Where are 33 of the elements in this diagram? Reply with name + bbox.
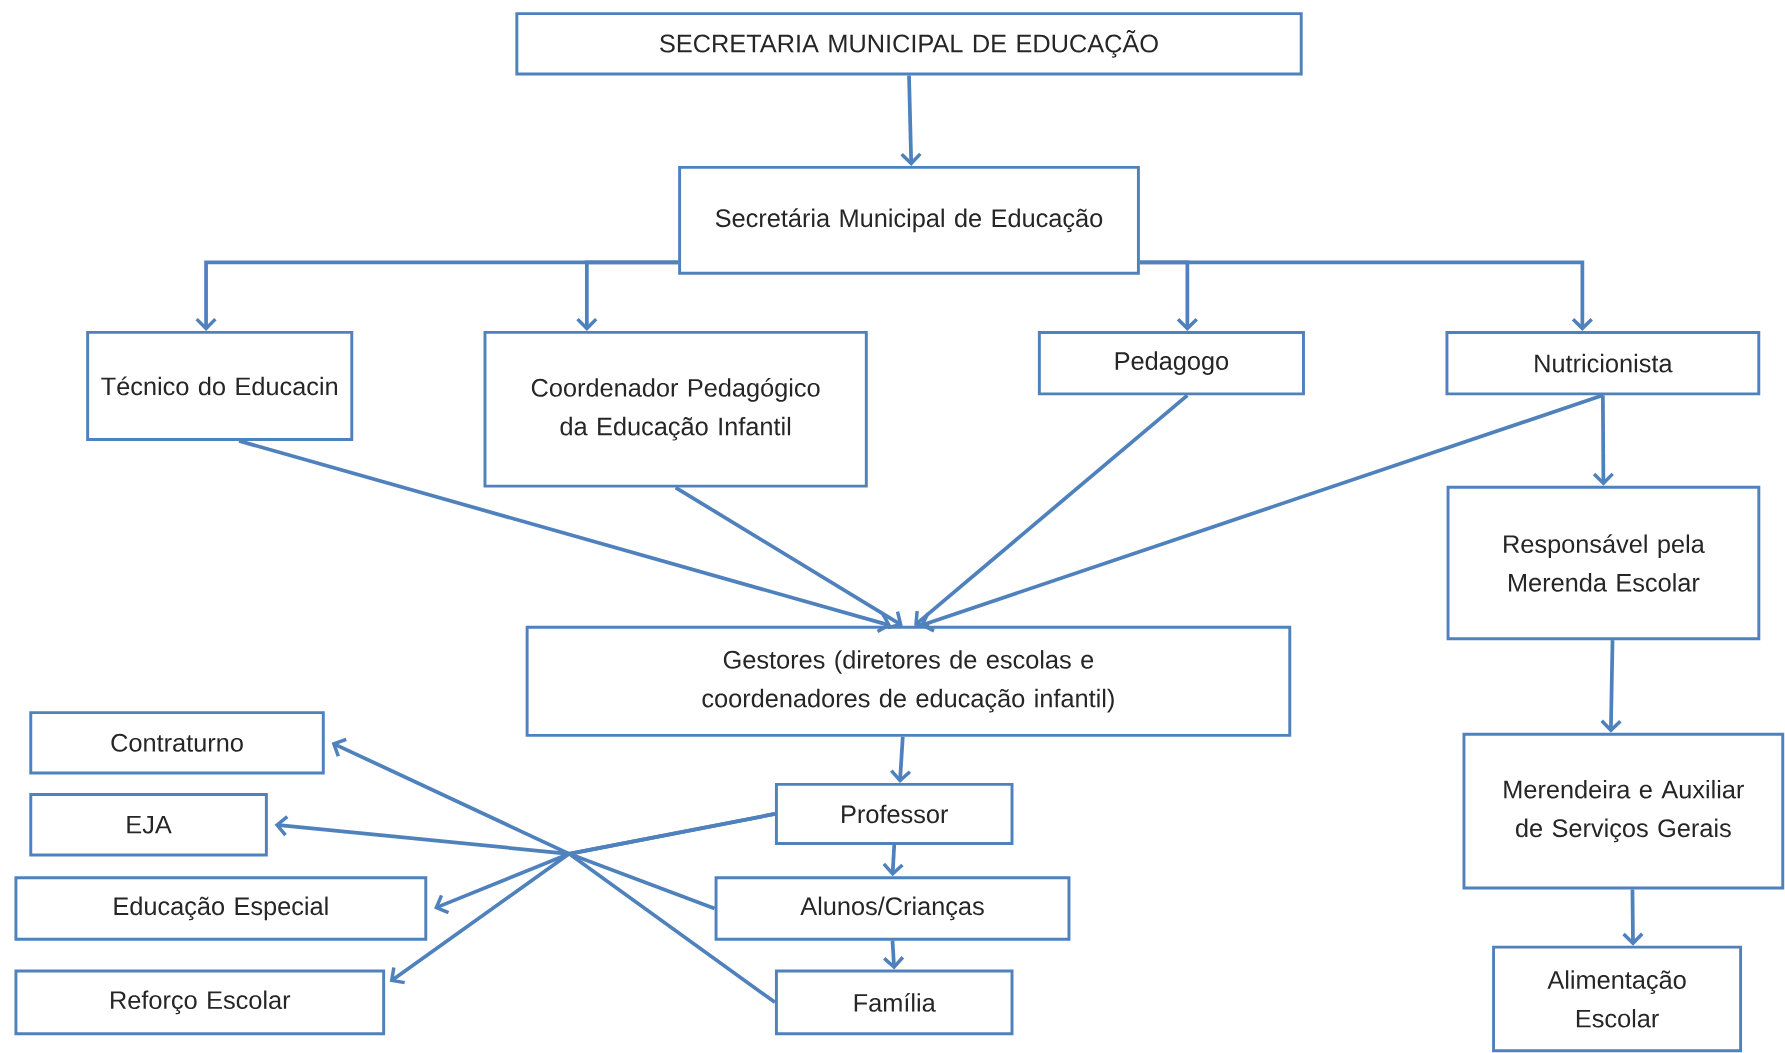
org-box: Secretária Municipal de Educação <box>678 165 1140 275</box>
org-box: Pedagogo <box>1037 330 1305 396</box>
arrow <box>1622 889 1644 946</box>
arrow <box>274 815 716 911</box>
org-box: SECRETARIA MUNICIPAL DE EDUCAÇÃO <box>515 12 1303 76</box>
arrow <box>576 260 679 331</box>
arrow <box>1139 260 1593 331</box>
org-box: Técnico do Educacin <box>86 330 354 441</box>
arrow <box>900 75 922 166</box>
arrow <box>1600 640 1622 733</box>
org-box: Reforço Escolar <box>14 969 386 1036</box>
arrow <box>890 736 912 783</box>
arrow <box>331 737 777 1004</box>
arrow <box>914 393 1189 628</box>
org-box: Gestores (diretores de escolas e coordenadores de educação infantil) <box>525 625 1292 737</box>
org-box: Alunos/Crianças <box>714 876 1071 941</box>
arrow <box>1592 395 1614 486</box>
org-box: Responsável pela Merenda Escolar <box>1446 485 1761 641</box>
arrow <box>883 940 905 970</box>
org-box: Merendeira e Auxiliar de Serviços Gerais <box>1462 732 1785 890</box>
org-box: Alimentação Escolar <box>1492 945 1743 1053</box>
org-box: Nutricionista <box>1445 330 1761 396</box>
org-box: Educação Especial <box>14 876 428 941</box>
org-box: EJA <box>29 793 268 857</box>
org-box: Família <box>774 969 1014 1036</box>
org-box: Professor <box>774 782 1014 845</box>
org-box: Contraturno <box>29 711 325 775</box>
arrow <box>238 439 892 634</box>
arrow <box>919 393 1604 633</box>
arrow <box>882 844 904 877</box>
arrow <box>674 486 903 630</box>
org-box: Coordenador Pedagógico da Educação Infantil <box>483 330 868 488</box>
arrow <box>389 812 776 985</box>
